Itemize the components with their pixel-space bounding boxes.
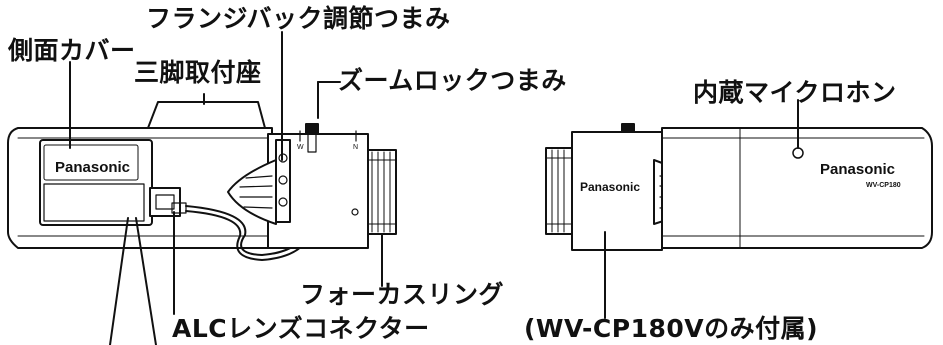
- right-lens-ring: [545, 147, 573, 235]
- side-cover-badge-area: [43, 144, 139, 181]
- label-flange-back-knob: フランジバック調節つまみ: [146, 4, 451, 33]
- side-cover-inner-panel: [43, 183, 145, 222]
- label-built-in-microphone: 内蔵マイクロホン: [693, 78, 897, 107]
- side-cover-panel: [39, 139, 153, 226]
- label-zoom-lock-knob: ズームロックつまみ: [338, 66, 567, 95]
- label-focus-ring: フォーカスリング: [300, 280, 505, 309]
- left-camera-brand: Panasonic: [55, 159, 131, 176]
- lens-mark-wide: W: [297, 144, 304, 151]
- right-lens-brand: Panasonic: [580, 180, 641, 194]
- tripod-mount-block: [147, 101, 266, 129]
- zoom-lock-knob: [305, 123, 319, 153]
- label-tripod-mount: 三脚取付座: [134, 58, 262, 87]
- label-alc-lens-connector: ALCレンズコネクター: [172, 314, 430, 343]
- lens-mark-tele: N: [353, 144, 359, 151]
- alc-connector: [149, 187, 187, 217]
- left-camera: [7, 101, 397, 261]
- leader-lines: [69, 31, 799, 345]
- right-camera-model: WV-CP180: [866, 182, 901, 189]
- right-camera-body: [661, 127, 933, 249]
- left-camera-body: [7, 127, 273, 249]
- right-camera: [545, 123, 933, 251]
- focus-ring: [367, 149, 397, 235]
- right-camera-brand: Panasonic: [820, 161, 896, 178]
- label-lens-included-note: (WV-CP180Vのみ付属): [524, 314, 819, 343]
- label-side-cover: 側面カバー: [8, 36, 136, 65]
